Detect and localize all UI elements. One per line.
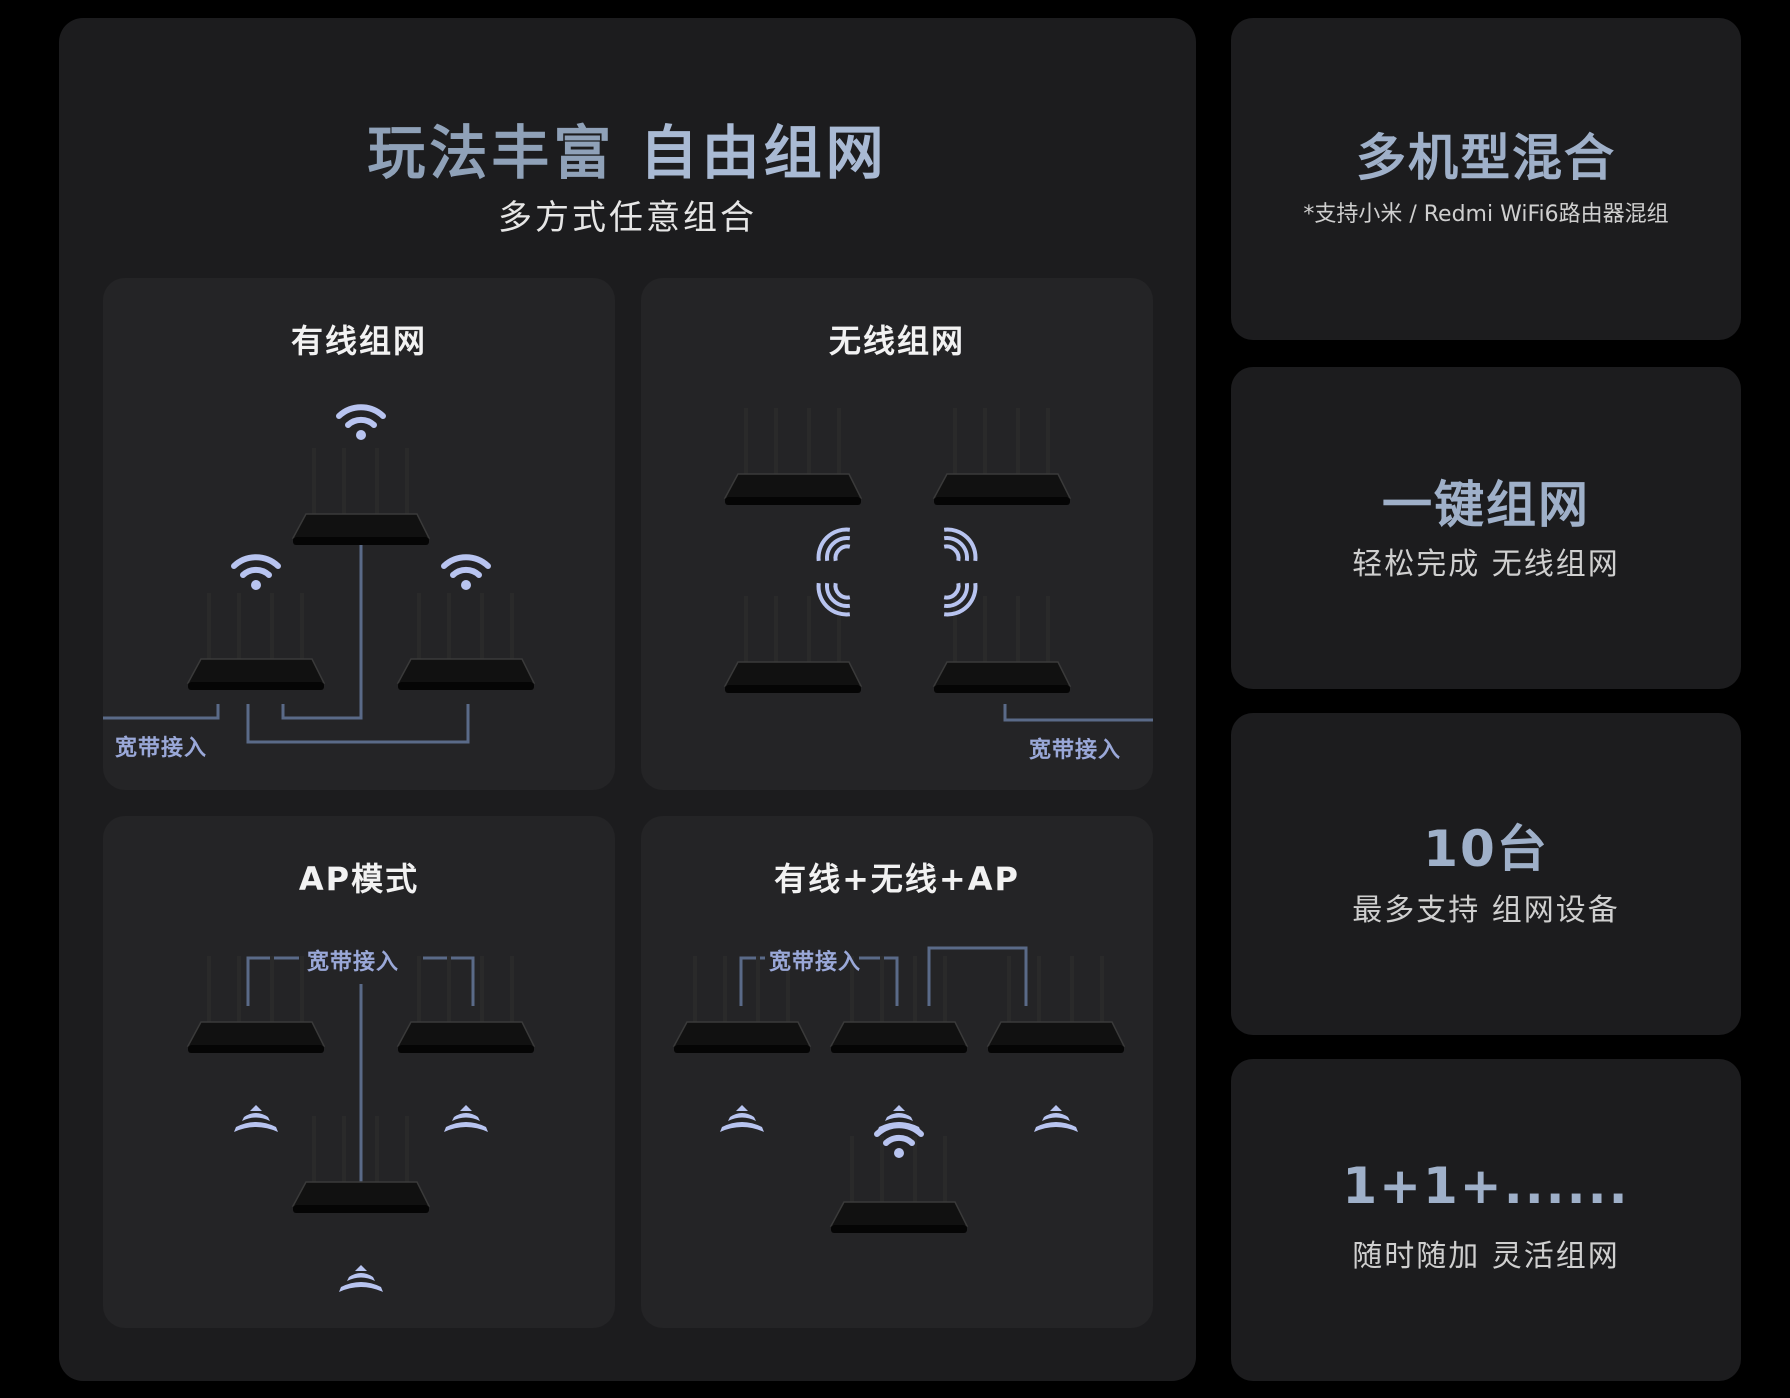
feature-title: 1+1+...... <box>1342 1157 1630 1215</box>
cable-lines <box>1003 704 1153 722</box>
mode-title: AP模式 <box>298 860 420 898</box>
wan-access-label: 宽带接入 <box>115 736 208 761</box>
feature-card-device-count: 10台 最多支持 组网设备 <box>1231 713 1741 1035</box>
mesh-modes-panel: 玩法丰富 自由组网 多方式任意组合 有线组网 宽带接入 无线组网 <box>59 18 1196 1381</box>
router-icon <box>723 594 863 695</box>
feature-card-one-click: 一键组网 轻松完成 无线组网 <box>1231 367 1741 689</box>
ap-signal-icon <box>1034 1105 1078 1132</box>
mode-card-wired: 有线组网 宽带接入 <box>103 278 615 790</box>
feature-title: 一键组网 <box>1382 476 1590 534</box>
ap-mode-diagram <box>186 954 536 1292</box>
feature-note: *支持小米 / Redmi WiFi6路由器混组 <box>1303 202 1669 227</box>
cable-lines <box>246 956 475 1210</box>
mode-title: 无线组网 <box>828 322 965 360</box>
ap-signal-icon <box>234 1105 278 1132</box>
wired-mesh-diagram <box>103 278 536 744</box>
feature-subtitle: 随时随加 灵活组网 <box>1352 1239 1620 1274</box>
router-icon <box>723 406 863 507</box>
ap-signal-icon <box>444 1105 488 1132</box>
router-icon <box>932 406 1072 507</box>
wan-access-label: 宽带接入 <box>769 950 862 975</box>
page-subtitle: 多方式任意组合 <box>498 198 757 238</box>
router-icon <box>396 954 536 1055</box>
router-icon <box>186 954 326 1055</box>
wifi-icon <box>339 407 383 440</box>
ap-signal-icon <box>339 1265 383 1292</box>
wan-access-label: 宽带接入 <box>1029 738 1122 763</box>
mode-title: 有线+无线+AP <box>774 860 1020 898</box>
wifi-icon <box>234 557 278 590</box>
wireless-link-icon <box>811 522 983 622</box>
mode-card-ap: AP模式 宽带接入 <box>103 816 615 1328</box>
feature-title: 10台 <box>1423 820 1549 878</box>
wan-access-label: 宽带接入 <box>307 950 400 975</box>
mode-card-wireless: 无线组网 宽带接入 <box>641 278 1153 790</box>
router-icon <box>396 591 536 692</box>
title-part-2: 自由组网 <box>639 119 888 187</box>
mode-card-hybrid: 有线+无线+AP 宽带接入 <box>641 816 1153 1328</box>
wifi-icon <box>444 557 488 590</box>
title-part-1: 玩法丰富 <box>367 119 616 187</box>
feature-subtitle: 轻松完成 无线组网 <box>1352 547 1620 582</box>
mode-title: 有线组网 <box>290 322 427 360</box>
page-title: 玩法丰富 自由组网 <box>59 106 1196 190</box>
hybrid-mode-diagram <box>672 946 1126 1235</box>
feature-card-multi-model: 多机型混合 *支持小米 / Redmi WiFi6路由器混组 <box>1231 18 1741 340</box>
router-icon <box>186 591 326 692</box>
router-icon <box>986 954 1126 1055</box>
feature-subtitle: 最多支持 组网设备 <box>1352 893 1620 928</box>
cable-lines <box>103 528 470 744</box>
router-icon <box>932 594 1072 695</box>
ap-signal-icon <box>720 1105 764 1132</box>
router-icon <box>291 446 431 547</box>
feature-title: 多机型混合 <box>1356 129 1616 187</box>
feature-card-expandable: 1+1+...... 随时随加 灵活组网 <box>1231 1059 1741 1381</box>
wireless-mesh-diagram <box>723 406 1153 722</box>
